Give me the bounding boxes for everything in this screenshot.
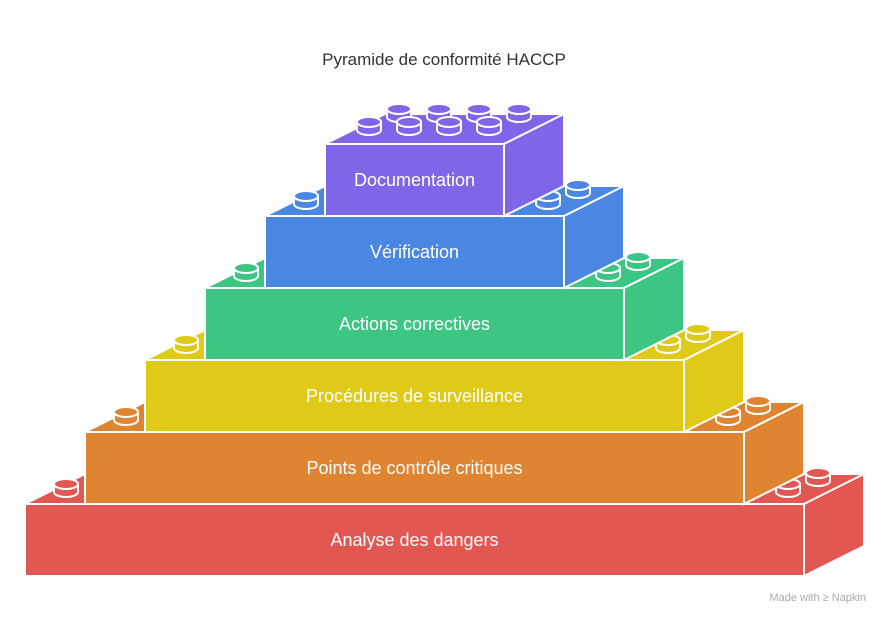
stud-icon <box>113 406 139 426</box>
stud-icon <box>173 334 199 354</box>
stud-icon <box>436 116 462 136</box>
layer-label: Procédures de surveillance <box>306 386 523 406</box>
stud-icon <box>356 116 382 136</box>
stud-icon <box>565 179 591 199</box>
stud-icon <box>386 103 412 123</box>
layer-label: Analyse des dangers <box>330 530 498 550</box>
napkin-logo-icon: ≥ <box>822 592 829 604</box>
credit-text: Made with <box>769 592 820 604</box>
layer-label: Points de contrôle critiques <box>306 458 522 478</box>
stud-icon <box>745 395 771 415</box>
layer-label: Documentation <box>354 170 475 190</box>
diagram-title: Pyramide de conformité HACCP <box>322 50 566 69</box>
stud-icon <box>625 251 651 271</box>
stud-icon <box>476 116 502 136</box>
stud-icon <box>805 467 831 487</box>
stud-icon <box>715 406 741 426</box>
stud-icon <box>506 103 532 123</box>
layer-label: Actions correctives <box>339 314 490 334</box>
credit-brand: Napkin <box>831 592 866 604</box>
layer-brick: Documentation <box>324 103 565 218</box>
stud-icon <box>396 116 422 136</box>
stud-icon <box>233 262 259 282</box>
stud-icon <box>293 190 319 210</box>
stud-icon <box>53 478 79 498</box>
napkin-credit: Made with ≥ Napkin <box>769 592 866 604</box>
layer-label: Vérification <box>370 242 459 262</box>
stud-icon <box>685 323 711 343</box>
stud-icon <box>775 478 801 498</box>
